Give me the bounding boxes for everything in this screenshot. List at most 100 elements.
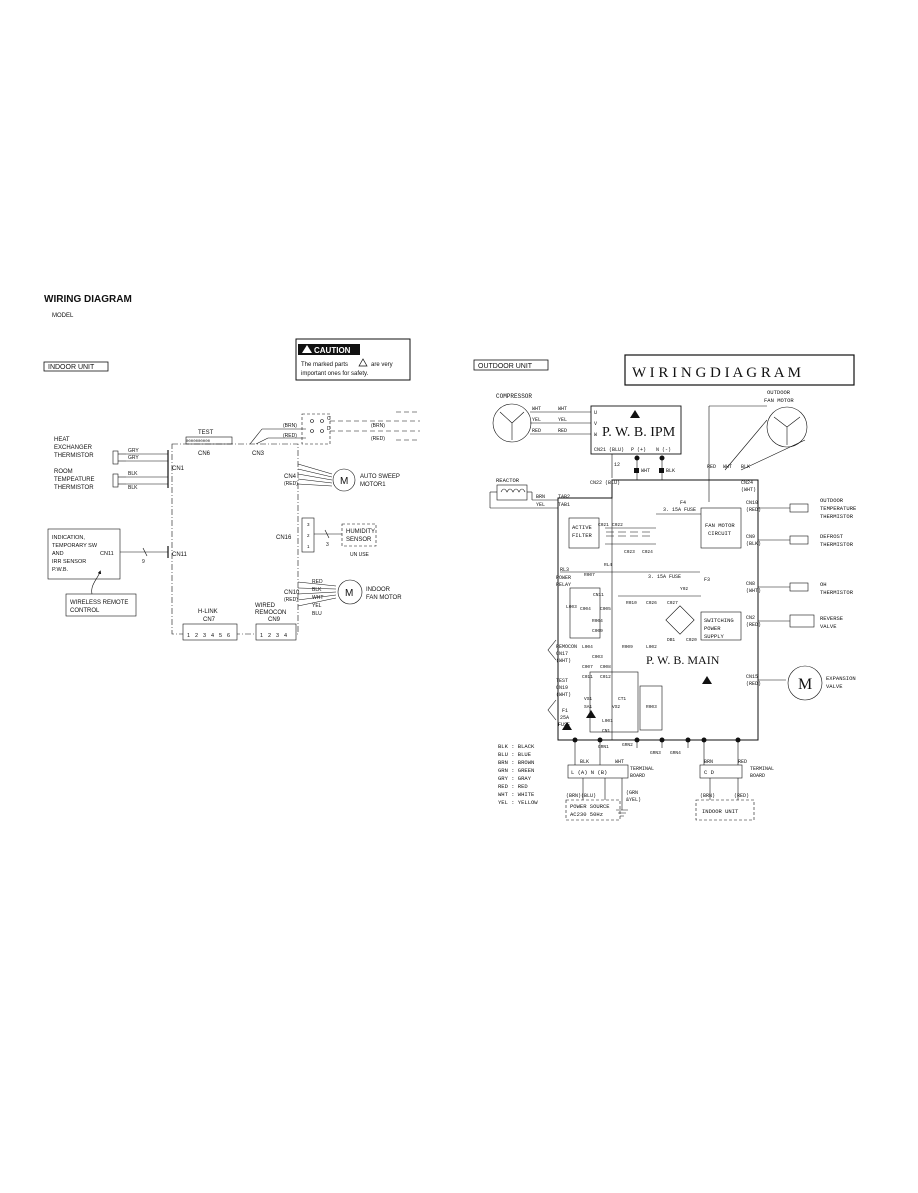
active-filter-box <box>568 517 600 549</box>
ipm-wht-wire: WHT <box>641 468 650 474</box>
part-grn1: GRN1 <box>598 744 609 750</box>
terminal-board-power <box>567 764 629 779</box>
compressor-label: COMPRESSOR <box>496 393 532 400</box>
warning-icon <box>586 710 596 718</box>
switching-supply-label-1: SWITCHING <box>704 617 734 624</box>
cn10-label-1: CN10 <box>746 500 758 506</box>
legend-yel: YEL : YELLOW <box>498 799 538 806</box>
indoor-fan-motor-symbol <box>337 579 363 605</box>
part-c021: C021 <box>598 522 609 528</box>
p-label: P (+) <box>631 447 646 453</box>
hlink-label: H-LINK <box>198 609 218 615</box>
fan-motor-circuit-box <box>700 507 742 549</box>
fan-red-wire: RED <box>707 464 716 470</box>
part-r009: R009 <box>622 644 633 650</box>
wire-gry-2: GRY <box>128 455 139 461</box>
wireless-remote-label-2: CONTROL <box>70 608 100 614</box>
legend-gry: GRY : GRAY <box>498 775 532 782</box>
room-label-1: ROOM <box>54 469 73 475</box>
wire-count-12: 12 <box>614 462 620 468</box>
active-filter-label-2: FILTER <box>572 532 593 539</box>
indoor-unit-label-box <box>43 361 109 372</box>
part-db1: DB1 <box>667 637 675 643</box>
switching-supply-label-2: POWER <box>704 625 721 632</box>
switching-power-supply-box <box>700 611 742 641</box>
tb1-blk-wire: BLK <box>580 759 589 765</box>
f4-label: F4 <box>680 500 686 506</box>
tb1-wht-wire: WHT <box>615 759 624 765</box>
indication-label-5: P.W.B. <box>52 567 69 573</box>
cn17-label-3: (WHT) <box>556 658 571 664</box>
humidity-wire-count: 3 <box>326 542 329 548</box>
reverse-valve-label-1: REVERSE <box>820 615 844 622</box>
test-label: TEST <box>198 430 214 436</box>
expansion-valve-glyph: M <box>798 676 812 693</box>
reactor-box <box>496 484 528 501</box>
outdoor-fan-motor-symbol <box>766 406 808 448</box>
cn24-label-2: (WHT) <box>741 487 756 493</box>
power-source-box <box>565 799 621 821</box>
cn2-label-2: (RED) <box>746 622 761 628</box>
cn19-label-3: (WHT) <box>556 692 571 698</box>
outdoor-temp-label-2: TEMPERATURE <box>820 505 857 512</box>
cn3-label: CN3 <box>252 451 265 457</box>
n-label: N (-) <box>656 447 671 453</box>
fan-circuit-label-1: FAN MOTOR <box>705 522 735 529</box>
heat-ex-label-3: THERMISTOR <box>54 453 94 459</box>
part-c005: C005 <box>600 606 611 612</box>
cn8-label-1: CN8 <box>746 581 755 587</box>
part-r004: R004 <box>592 618 603 624</box>
auto-sweep-motor-symbol <box>332 468 356 492</box>
wire-blk-1: BLK <box>128 471 138 477</box>
warning-icon <box>358 358 368 367</box>
oh-thermistor-symbol <box>789 582 809 592</box>
fan-wire-yel: YEL <box>312 603 322 609</box>
fan-motor-label-1: OUTDOOR <box>767 389 791 396</box>
indoor-red-label: (RED) <box>734 793 749 799</box>
wire-gry-1: GRY <box>128 448 139 454</box>
cn7-pin-3: 3 <box>203 633 206 639</box>
tab2-label: TAB2 <box>558 494 570 500</box>
part-c020: C020 <box>686 637 697 643</box>
part-c027: C027 <box>667 600 678 606</box>
legend-red: RED : RED <box>498 783 528 790</box>
defrost-thermistor-symbol <box>789 535 809 545</box>
part-l002: L002 <box>646 644 657 650</box>
indoor-diagram <box>47 411 420 641</box>
ipm-pin-u: U <box>594 410 597 416</box>
warning-icon <box>630 410 640 418</box>
part-grn4: GRN4 <box>670 750 681 756</box>
heat-exchanger-thermistor-symbol <box>112 450 119 465</box>
cn7-pin-5: 5 <box>219 633 222 639</box>
cn9-pin-2: 2 <box>268 633 271 639</box>
part-c012: C012 <box>600 674 611 680</box>
cn10-label-2: (RED) <box>746 507 761 513</box>
part-grn2: GRN2 <box>622 742 633 748</box>
cn4-color: (RED) <box>284 481 298 487</box>
comp-wire-yel: YEL <box>532 417 541 423</box>
comp-wire-yel-r: YEL <box>558 417 567 423</box>
rl3-label-2: POWER <box>556 575 571 581</box>
part-cn1: CN1 <box>602 728 610 734</box>
humidity-sensor-box <box>341 523 377 547</box>
cn7-pin-1: 1 <box>187 633 190 639</box>
cn24-label-1: CN24 <box>741 480 753 486</box>
humidity-label-1: HUMIDITY <box>346 529 375 535</box>
fan-blk-wire: BLK <box>741 464 750 470</box>
cn3-brn-label: (BRN) <box>283 423 297 429</box>
warning-icon <box>702 676 712 684</box>
reverse-valve-label-2: VALVE <box>820 623 837 630</box>
legend-blu: BLU : BLUE <box>498 751 532 758</box>
cn7-pin-4: 4 <box>211 633 214 639</box>
indoor-unit-label: INDOOR UNIT <box>48 364 95 371</box>
cn8-label-2: (WHT) <box>746 588 761 594</box>
indoor-brn-label: (BRN) <box>700 793 715 799</box>
room-label-3: THERMISTOR <box>54 485 94 491</box>
part-ct1: CT1 <box>618 696 626 702</box>
part-l004: L004 <box>582 644 593 650</box>
part-c008: C008 <box>600 664 611 670</box>
cn9-pin-1: 1 <box>260 633 263 639</box>
tb2-label-2: BOARD <box>750 773 765 779</box>
part-r007: R007 <box>584 572 595 578</box>
oh-label-2: THERMISTOR <box>820 589 854 596</box>
